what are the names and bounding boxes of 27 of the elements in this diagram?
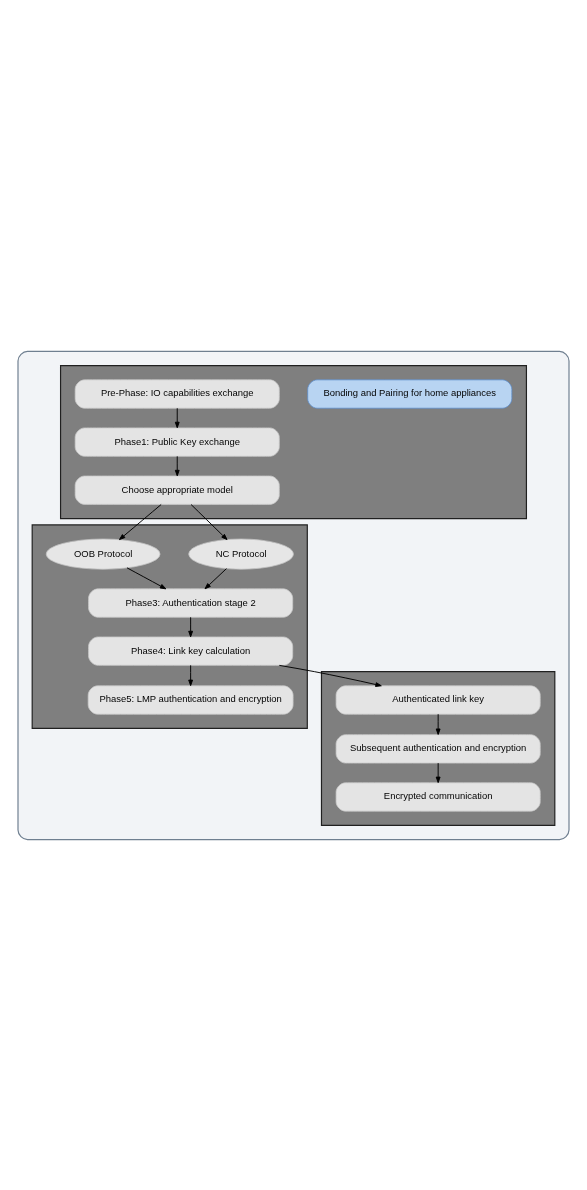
arrow (126, 566, 167, 589)
cluster (17, 350, 570, 840)
node-box: Bonding and Pairing for home appliances (307, 378, 513, 409)
node-box: Choose appropriate model (74, 475, 280, 505)
arrow (278, 664, 382, 687)
cluster (60, 364, 527, 519)
node-box: Phase1: Public Key exchange (74, 427, 280, 457)
node-box: Phase5: LMP authentication and encryption (87, 684, 294, 715)
node-box: Pre-Phase: IO capabilities exchange (74, 378, 280, 409)
cluster (320, 670, 556, 826)
node-box: Phase3: Authentication stage 2 (88, 587, 294, 618)
arrow (204, 567, 227, 589)
node-ellipse: OOB Protocol (45, 538, 161, 570)
arrow (435, 713, 441, 735)
arrow (118, 503, 162, 540)
node-box: Authenticated link key (335, 684, 541, 715)
arrow (174, 407, 180, 428)
node-ellipse: NC Protocol (188, 538, 294, 570)
arrow (188, 616, 194, 637)
arrow (190, 503, 228, 540)
node-box: Phase4: Link key calculation (88, 636, 294, 666)
arrow (188, 664, 194, 686)
arrow (435, 762, 441, 783)
arrow (174, 455, 180, 476)
node-box: Encrypted communication (335, 781, 541, 812)
node-box: Subsequent authentication and encryption (335, 733, 541, 763)
cluster (31, 523, 308, 729)
